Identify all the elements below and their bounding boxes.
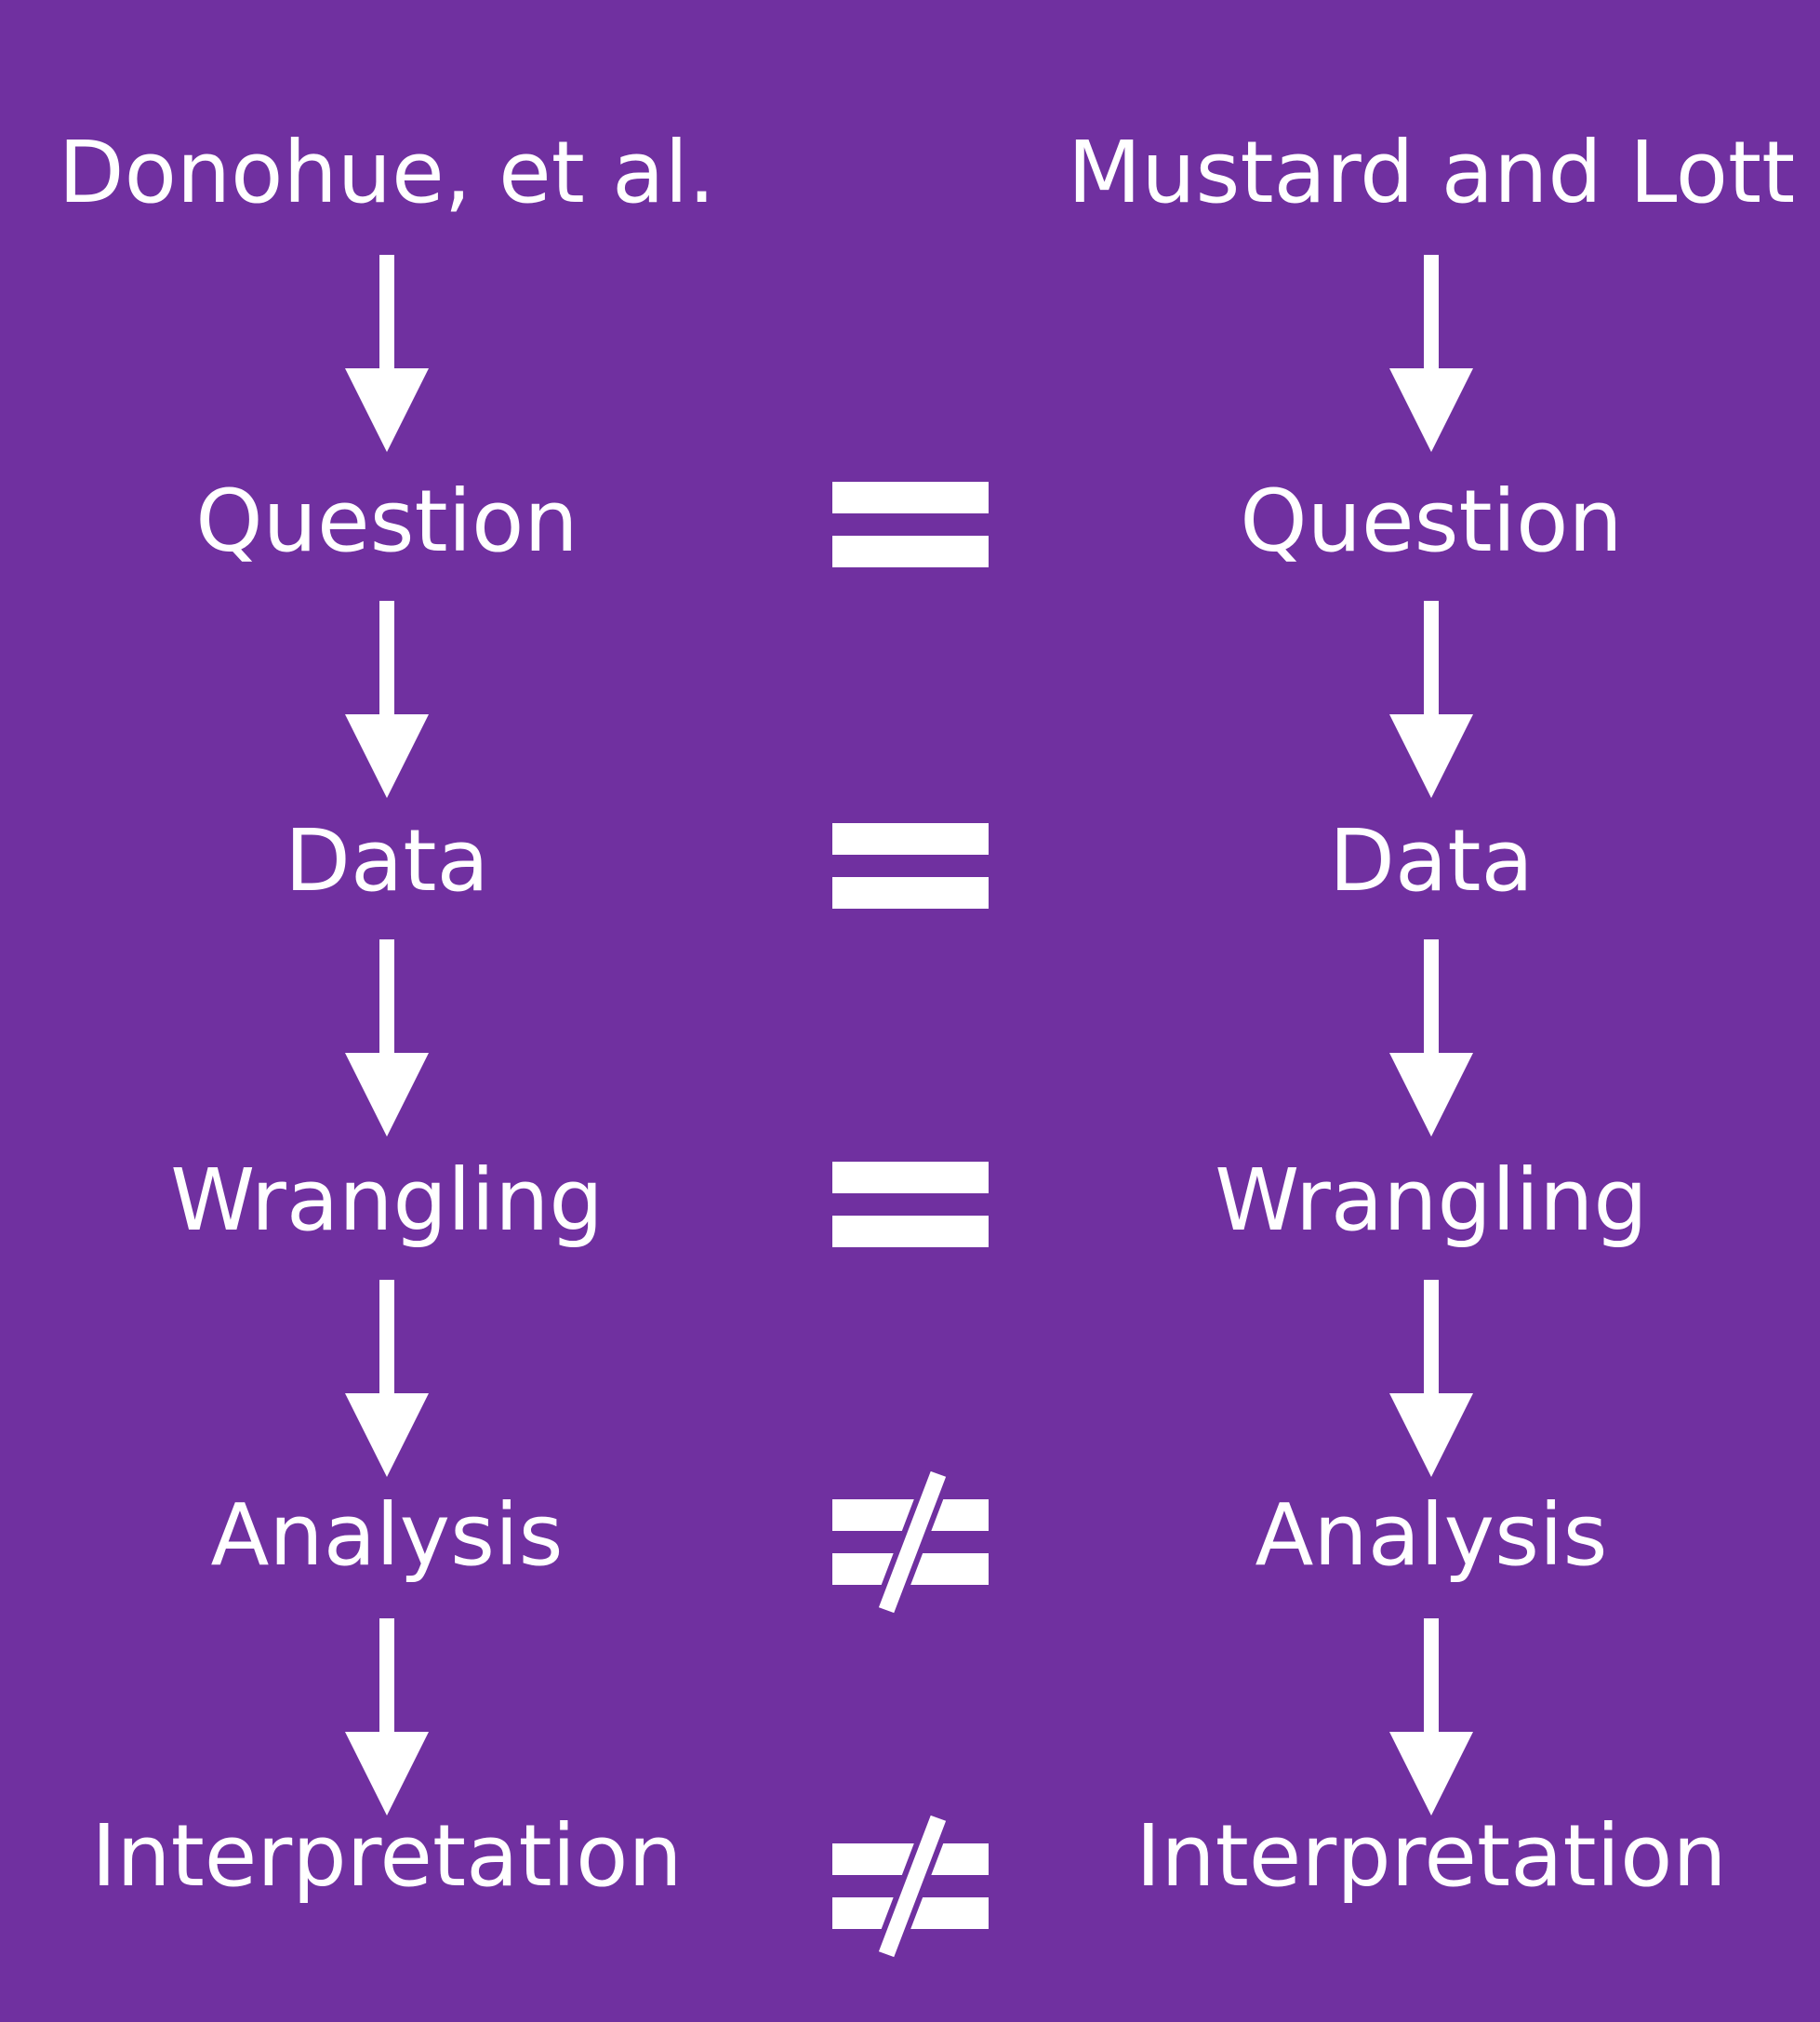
right-stage-data: Data xyxy=(1329,811,1534,911)
right-column-title: Mustard and Lott xyxy=(1067,123,1796,222)
left-stage-analysis: Analysis xyxy=(210,1485,564,1585)
left-stage-question: Question xyxy=(195,472,578,571)
not-equal-icon xyxy=(832,1812,989,1961)
down-arrow-icon xyxy=(1389,601,1473,798)
down-arrow-icon xyxy=(345,255,429,452)
right-stage-wrangling: Wrangling xyxy=(1215,1151,1648,1250)
down-arrow-icon xyxy=(345,601,429,798)
right-stage-analysis: Analysis xyxy=(1255,1485,1608,1585)
equal-icon xyxy=(832,792,989,940)
down-arrow-icon xyxy=(345,1280,429,1477)
equal-icon xyxy=(832,1130,989,1279)
down-arrow-icon xyxy=(1389,1618,1473,1816)
down-arrow-icon xyxy=(1389,255,1473,452)
down-arrow-icon xyxy=(345,1618,429,1816)
not-equal-icon xyxy=(832,1468,989,1616)
down-arrow-icon xyxy=(1389,939,1473,1137)
left-stage-wrangling: Wrangling xyxy=(170,1151,604,1250)
down-arrow-icon xyxy=(345,939,429,1137)
right-stage-question: Question xyxy=(1240,472,1623,571)
equal-icon xyxy=(832,450,989,599)
right-stage-interpretation: Interpretation xyxy=(1136,1806,1727,1906)
left-stage-data: Data xyxy=(285,811,489,911)
left-column-title: Donohue, et al. xyxy=(58,123,716,222)
left-stage-interpretation: Interpretation xyxy=(91,1806,683,1906)
down-arrow-icon xyxy=(1389,1280,1473,1477)
